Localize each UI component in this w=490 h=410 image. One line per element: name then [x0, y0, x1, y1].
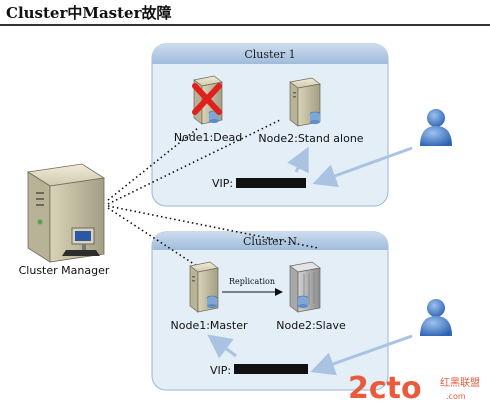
cluster1-node2-server-icon — [289, 77, 321, 127]
watermark-logo: 2cto 红黑联盟 .com — [348, 371, 480, 406]
watermark-domain: .com — [446, 392, 466, 401]
dead-cross-icon — [192, 83, 222, 115]
clusterN-node2-label: Node2:Slave — [276, 319, 346, 332]
watermark-brand: 2cto — [348, 371, 422, 406]
clusterN-vip-label: VIP: — [210, 364, 231, 377]
page-title: Cluster中Master故障 — [6, 4, 172, 22]
cluster1-node2-label: Node2:Stand alone — [258, 132, 363, 145]
watermark-cn: 红黑联盟 — [440, 376, 480, 389]
manager-server-icon — [26, 163, 106, 263]
clusterN-vip-redacted — [234, 364, 308, 374]
title-divider — [0, 24, 490, 26]
clusterN-node1-server-icon — [189, 261, 219, 313]
cluster1-vip-arrows — [287, 146, 413, 188]
manager-links — [107, 119, 319, 269]
clusterN-node2-server-icon — [289, 261, 321, 313]
manager-label: Cluster Manager — [19, 264, 110, 277]
cluster1-title: Cluster 1 — [244, 48, 295, 61]
cluster1-node1-label: Node1:Dead — [174, 131, 242, 144]
clusterN-user-icon — [420, 299, 452, 336]
cluster1-vip-label: VIP: — [212, 177, 233, 190]
cluster1-vip-redacted — [236, 178, 306, 188]
replication-label: Replication — [229, 277, 275, 286]
cluster1-user-icon — [420, 109, 452, 146]
clusterN-node1-label: Node1:Master — [171, 319, 248, 332]
clusterN-vip-arrows — [207, 334, 413, 376]
clusterN-title: Cluster N — [243, 235, 297, 248]
